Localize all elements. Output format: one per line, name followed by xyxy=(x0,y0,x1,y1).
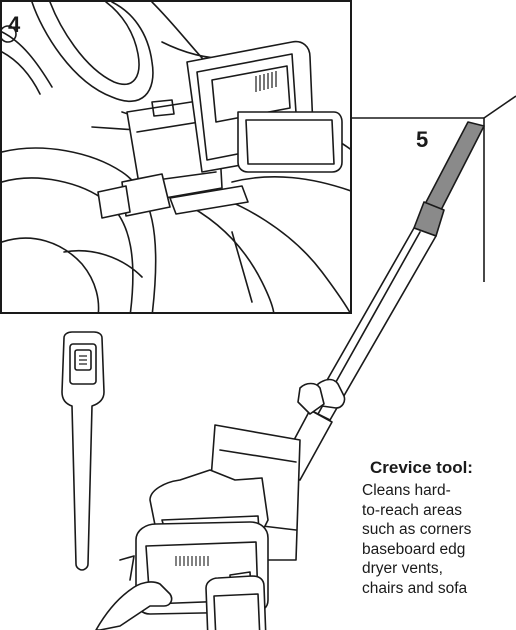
car-interior-illustration xyxy=(2,2,350,312)
crevice-tool-illustration xyxy=(61,331,105,571)
step-4-number: 4 xyxy=(8,12,21,37)
caption-title: Crevice tool: xyxy=(370,458,473,477)
caption-line: baseboard edg xyxy=(362,540,466,558)
step-5-number: 5 xyxy=(416,127,429,152)
caption-line: chairs and sofa xyxy=(362,579,468,597)
step-4-panel: 4 xyxy=(0,0,352,314)
caption-line: such as corners xyxy=(362,521,472,538)
caption-line: Cleans hard- xyxy=(362,482,451,499)
caption-line: to-reach areas xyxy=(362,501,462,519)
caption-line: dryer vents, xyxy=(362,560,443,577)
crevice-tool-caption: Crevice tool: Cleans hard- to-reach area… xyxy=(358,458,516,598)
